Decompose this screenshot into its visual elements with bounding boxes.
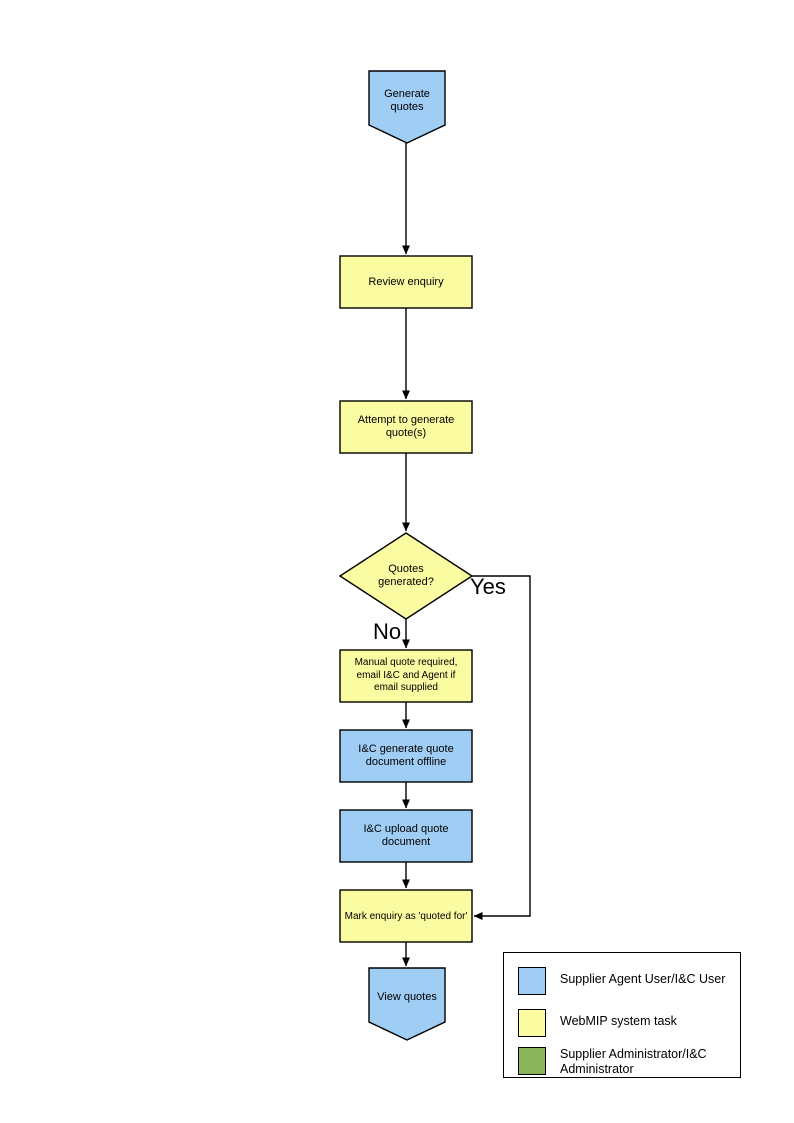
node-ic-generate-quote-document-offline[interactable] — [339, 729, 473, 783]
node-mark-enquiry-quoted-for[interactable] — [339, 889, 473, 943]
node-attempt-to-generate-quotes[interactable] — [339, 400, 473, 454]
legend-item-webmip-system-task: WebMIP system task — [518, 1009, 677, 1037]
connector-decision-yes-to-mark — [472, 575, 531, 920]
legend: Supplier Agent User/I&C User WebMIP syst… — [503, 952, 741, 1078]
connectors — [402, 143, 531, 967]
node-ic-upload-quote-document[interactable] — [339, 809, 473, 863]
node-quotes-generated-decision[interactable] — [338, 532, 474, 620]
legend-swatch-admin-task — [518, 1047, 546, 1075]
node-generate-quotes[interactable] — [368, 70, 446, 144]
legend-swatch-system-task — [518, 1009, 546, 1037]
legend-item-supplier-agent-user: Supplier Agent User/I&C User — [518, 967, 725, 995]
node-view-quotes[interactable] — [368, 967, 446, 1041]
branch-label-no: No — [373, 619, 402, 644]
legend-label-system-task: WebMIP system task — [560, 1014, 677, 1028]
node-manual-quote-required[interactable] — [339, 649, 473, 703]
branch-label-yes: Yes — [470, 574, 506, 599]
node-review-enquiry[interactable] — [339, 255, 473, 309]
legend-label-admin-task: Supplier Administrator/I&C Administrator — [560, 1047, 707, 1076]
legend-swatch-user-task — [518, 967, 546, 995]
legend-label-user-task: Supplier Agent User/I&C User — [560, 972, 726, 986]
legend-item-supplier-administrator: Supplier Administrator/I&C Administrator — [518, 1047, 707, 1077]
